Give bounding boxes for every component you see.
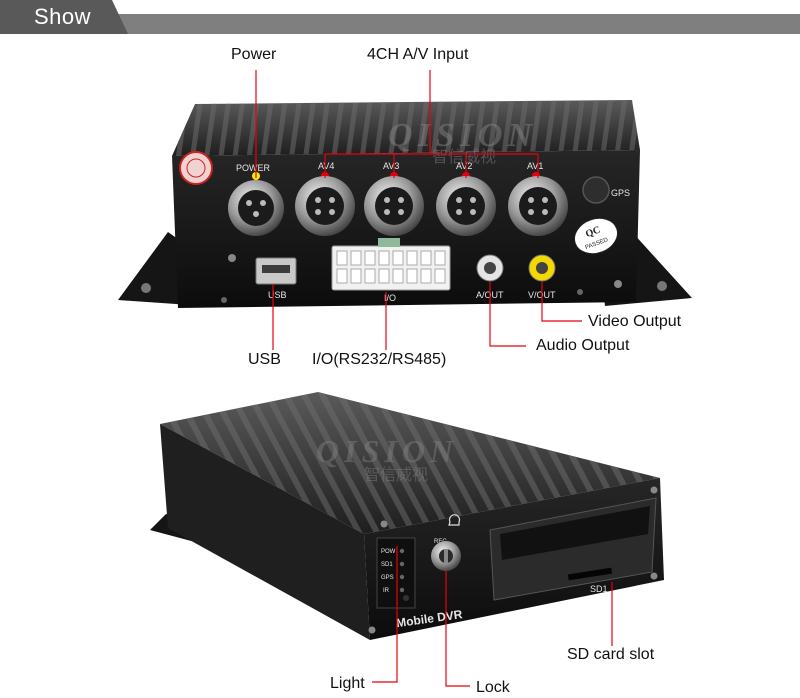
watermark-latin-2: QISION: [316, 433, 458, 469]
io-pin: [392, 250, 404, 266]
power-label: POWER: [236, 163, 271, 173]
bottom-side-panel: [160, 424, 370, 640]
av4-label: AV4: [318, 161, 334, 171]
io-pin: [434, 250, 446, 266]
dvr-front-view: QISION 智信威视 REC POW SD1 GPS IR SD1 Mobil…: [150, 392, 664, 640]
svg-text:QC: QC: [584, 225, 602, 240]
io-pin: [364, 268, 376, 284]
callout-power: Power: [231, 46, 277, 63]
banner-title: Show: [34, 4, 92, 29]
usb-port: [255, 257, 297, 285]
io-pin: [406, 268, 418, 284]
av4-connector: [295, 176, 355, 236]
io-pin: [378, 268, 390, 284]
av3-label: AV3: [383, 161, 399, 171]
watermark-cjk-2: 智信威视: [364, 465, 428, 484]
usb-label: USB: [268, 290, 287, 300]
io-pin: [434, 268, 446, 284]
section-banner: Show: [0, 0, 800, 36]
video-out-jack: [528, 254, 556, 282]
banner-tab: [0, 0, 128, 34]
gps-label: GPS: [611, 188, 630, 198]
av2-connector: [436, 176, 496, 236]
av1-label: AV1: [527, 161, 543, 171]
seal-sticker: [179, 151, 213, 185]
led-label-ir: IR: [383, 588, 390, 594]
io-pin: [350, 268, 362, 284]
io-pin: [350, 250, 362, 266]
io-pin: [392, 268, 404, 284]
audio-leader: [489, 282, 526, 347]
qc-passed-sticker: QC PASSED: [574, 217, 618, 255]
io-label: I/O: [384, 293, 396, 303]
led-label-pow: POW: [381, 549, 396, 555]
av2-label: AV2: [456, 161, 472, 171]
lock-leader: [445, 571, 470, 687]
audio-out-jack: [476, 254, 504, 282]
power-connector: [228, 180, 284, 236]
sd1-label: SD1: [590, 584, 608, 594]
io-pin: [420, 268, 432, 284]
io-pin: [336, 268, 348, 284]
callout-lines: [255, 70, 613, 687]
av1-connector: [508, 176, 568, 236]
led-label-sd1: SD1: [381, 562, 393, 568]
io-pin: [378, 250, 390, 266]
watermark-latin: QISION: [388, 117, 537, 154]
callout-lock: Lock: [476, 679, 510, 696]
light-leader: [372, 546, 398, 683]
callout-video-output: Video Output: [588, 313, 682, 330]
video-leader: [541, 282, 582, 322]
io-pin: [420, 250, 432, 266]
callout-audio-output: Audio Output: [536, 337, 630, 354]
sd-slot: [567, 567, 613, 581]
io-pin: [364, 250, 376, 266]
callout-av-input: 4CH A/V Input: [367, 46, 469, 63]
key-lock: [431, 541, 461, 571]
callout-usb: USB: [248, 351, 281, 368]
watermark-cjk: 智信威视: [432, 147, 496, 166]
av3-connector: [364, 176, 424, 236]
callout-light: Light: [330, 675, 365, 692]
io-terminal: [331, 238, 451, 291]
banner-bar: [0, 14, 800, 34]
dvr-rear-view: QISION 智信威视 POWER AV4 AV3 AV2 AV1: [118, 100, 692, 308]
led-panel: [376, 537, 416, 609]
io-pin: [336, 250, 348, 266]
io-pin: [406, 250, 418, 266]
unlock-icon: [448, 514, 461, 526]
led-label-gps: GPS: [381, 575, 394, 581]
av-input-leader: [324, 70, 539, 178]
callout-io: I/O(RS232/RS485): [312, 351, 447, 368]
gps-port: [582, 176, 610, 204]
callout-sd-slot: SD card slot: [567, 646, 655, 663]
